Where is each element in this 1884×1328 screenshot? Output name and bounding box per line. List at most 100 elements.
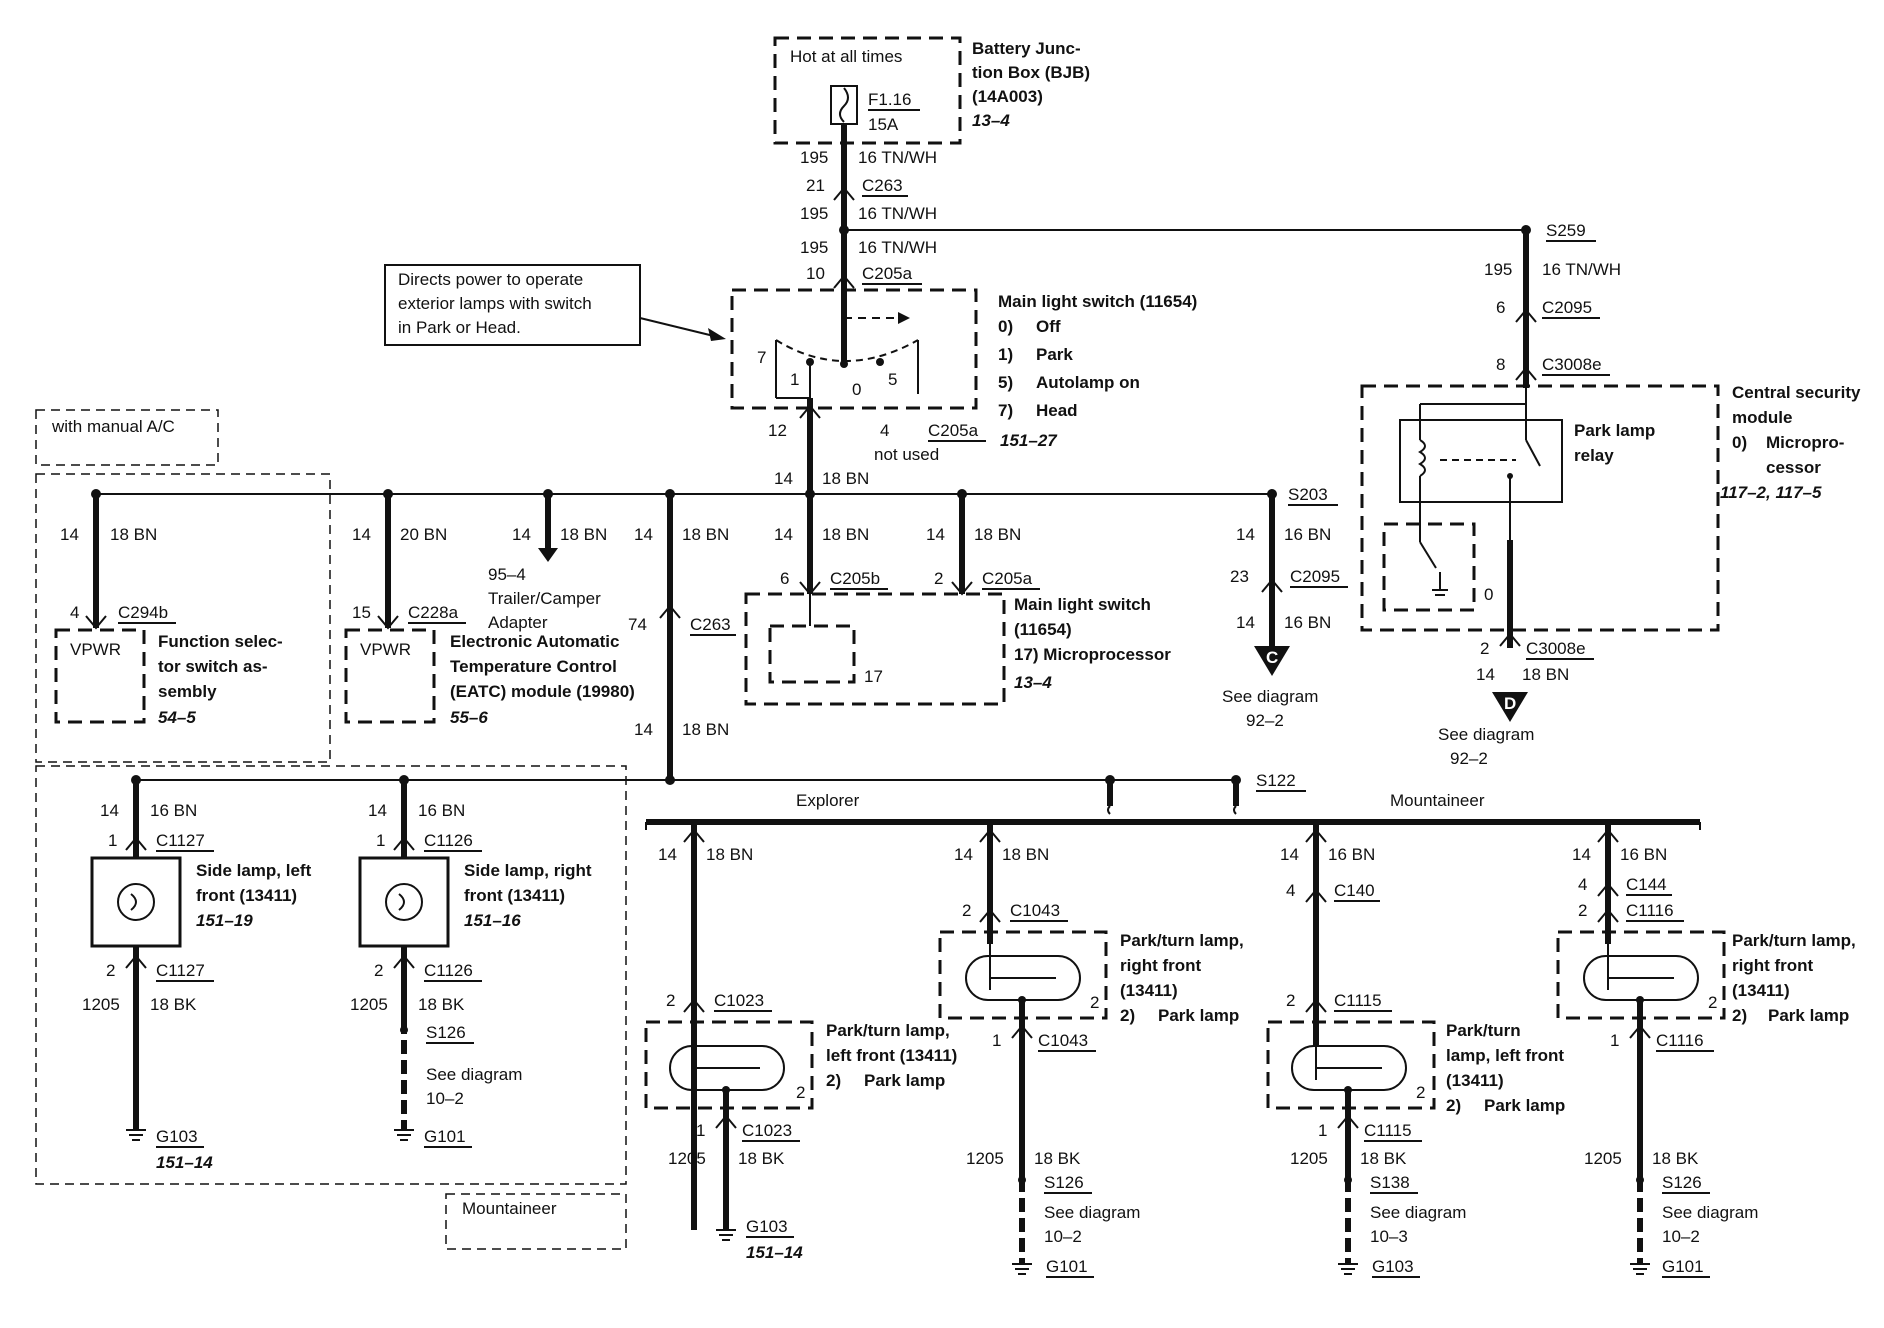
circuit-1205: 1205 — [82, 995, 120, 1014]
explorer-label: Explorer — [796, 791, 860, 810]
component-title: Temperature Control — [450, 657, 617, 676]
see-diagram: See diagram — [1662, 1203, 1758, 1222]
splice-s126: S126 — [1044, 1173, 1084, 1192]
fuse-id: F1.16 — [868, 90, 911, 109]
splice-s126: S126 — [1662, 1173, 1702, 1192]
connector-c3008e: C3008e — [1542, 355, 1602, 374]
battery-junction-box: Hot at all times F1.16 15A Battery Junc-… — [773, 36, 1090, 145]
circuit-1205: 1205 — [1584, 1149, 1622, 1168]
connector-c1115: C1115 — [1334, 991, 1382, 1010]
pin-number: 1 — [376, 831, 385, 850]
ground-g103: G103 — [1372, 1257, 1414, 1276]
opt-label: Park lamp — [864, 1071, 945, 1090]
wire-color: 18 BN — [1002, 845, 1049, 864]
component-title: 17) Microprocessor — [1014, 645, 1171, 664]
mountaineer-left-park-lamp: 14 16 BN 4 C140 2 C1115 2 Park/turn lamp… — [1266, 822, 1565, 1278]
splice-s203: S203 — [1288, 485, 1328, 504]
pin-number: 1 — [696, 1121, 705, 1140]
opt-num: 2) — [826, 1071, 841, 1090]
circuit-14: 14 — [634, 720, 653, 739]
pin-number: 4 — [1286, 881, 1295, 900]
pin-number: 2 — [1480, 639, 1489, 658]
trailer-label: Adapter — [488, 613, 548, 632]
main-light-switch: 7 1 0 5 Main light switch (11654) 0) Off… — [730, 288, 1197, 464]
component-ref: 117–2, 117–5 — [1720, 483, 1822, 502]
circuit-14: 14 — [352, 525, 371, 544]
see-diagram-ref: 10–2 — [1044, 1227, 1082, 1246]
connector-c205a: C205a — [982, 569, 1033, 588]
main-switch-micro: 14 18 BN 14 18 BN 6 C205b 2 C205a 17 Mai… — [744, 494, 1171, 706]
component-title: right front — [1732, 956, 1814, 975]
pin-number: 4 — [70, 603, 79, 622]
lamp-pos: 2 — [1090, 993, 1099, 1012]
switch-title: Main light switch (11654) — [998, 292, 1197, 311]
ground-g103: G103 — [746, 1217, 788, 1236]
switch-pos: 17 — [864, 667, 883, 686]
circuit-14: 14 — [1236, 525, 1255, 544]
wire-color: 18 BN — [1522, 665, 1569, 684]
circuit-1205: 1205 — [966, 1149, 1004, 1168]
pin-number: 8 — [1496, 355, 1505, 374]
component-title: Electronic Automatic — [450, 632, 619, 651]
opt-num: 5) — [998, 373, 1013, 392]
circuit-14: 14 — [774, 469, 793, 488]
c263-branch: 14 18 BN 74 C263 14 18 BN — [628, 494, 736, 785]
opt-label: Park lamp — [1158, 1006, 1239, 1025]
opt-label: Park — [1036, 345, 1073, 364]
circuit-14: 14 — [1280, 845, 1299, 864]
s259-branch: S259 195 16 TN/WH 6 C2095 8 C3008e — [844, 221, 1621, 388]
lamp-pos: 2 — [796, 1083, 805, 1102]
circuit-195: 195 — [800, 148, 828, 167]
wire-color: 18 BN — [822, 469, 869, 488]
opt-num: 2) — [1446, 1096, 1461, 1115]
circuit-14: 14 — [100, 801, 119, 820]
note-callout: Directs power to operate exterior lamps … — [384, 264, 726, 346]
wire-color: 18 BN — [822, 525, 869, 544]
circuit-14: 14 — [658, 845, 677, 864]
side-lamp-right: 14 16 BN 1 C1126 Side lamp, right front … — [350, 780, 592, 1148]
pin-number: 2 — [962, 901, 971, 920]
circuit-14: 14 — [368, 801, 387, 820]
wire-color: 20 BN — [400, 525, 447, 544]
component-title: module — [1732, 408, 1792, 427]
component-title: front (13411) — [464, 886, 565, 905]
connector-c1043: C1043 — [1010, 901, 1060, 920]
note-line: exterior lamps with switch — [398, 294, 592, 313]
wire-color: 16 BN — [150, 801, 197, 820]
see-diagram: See diagram — [1370, 1203, 1466, 1222]
wire-color: 16 BN — [1284, 525, 1331, 544]
bjb-title-1: Battery Junc- — [972, 39, 1081, 58]
component-title: Park/turn lamp, — [1120, 931, 1244, 950]
relay-label: relay — [1574, 446, 1614, 465]
bulb-icon — [385, 883, 423, 921]
manual-ac-label: with manual A/C — [51, 417, 175, 436]
pin-number: 2 — [1578, 901, 1587, 920]
fuse-rating: 15A — [868, 115, 899, 134]
bjb-ref: 13–4 — [972, 111, 1010, 130]
connector-c228a: C228a — [408, 603, 459, 622]
pin-number: 23 — [1230, 567, 1249, 586]
wire-color: 18 BK — [1034, 1149, 1081, 1168]
bjb-title-2: tion Box (BJB) — [972, 63, 1090, 82]
pin-number: 1 — [1610, 1031, 1619, 1050]
pin-number: 15 — [352, 603, 371, 622]
see-diagram-ref: 10–2 — [426, 1089, 464, 1108]
wire-color: 18 BK — [1652, 1149, 1699, 1168]
opt-label: cessor — [1766, 458, 1821, 477]
arrow-d-icon — [1492, 692, 1528, 722]
bjb-hot-label: Hot at all times — [790, 47, 902, 66]
component-title: lamp, left front — [1446, 1046, 1564, 1065]
ground-g103: G103 — [156, 1127, 198, 1146]
opt-num: 0) — [998, 317, 1013, 336]
connector-c2095: C2095 — [1290, 567, 1340, 586]
wire-color: 18 BK — [1360, 1149, 1407, 1168]
circuit-1205: 1205 — [350, 995, 388, 1014]
switch-ref: 151–27 — [1000, 431, 1058, 450]
component-title: Park/turn lamp, — [1732, 931, 1856, 950]
note-line: Directs power to operate — [398, 270, 583, 289]
component-title: (13411) — [1732, 981, 1790, 1000]
wire-color: 18 BN — [682, 525, 729, 544]
pin-number: 4 — [1578, 875, 1587, 894]
component-title: Park/turn — [1446, 1021, 1521, 1040]
wire-color: 18 BK — [738, 1149, 785, 1168]
